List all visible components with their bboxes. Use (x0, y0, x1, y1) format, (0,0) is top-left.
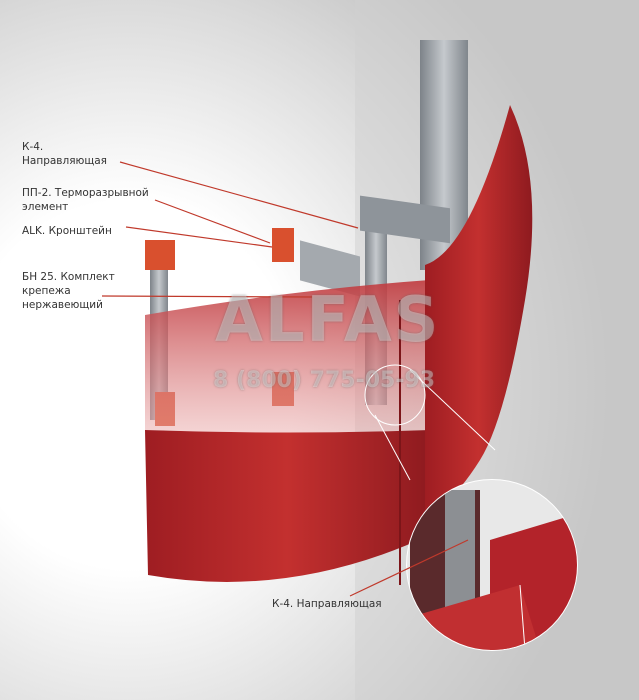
lower-curved-panel (145, 430, 430, 582)
watermark-phone: 8 (800) 775-05-93 (213, 368, 436, 393)
label-pp2-thermal-break: ПП-2. Терморазрывной элемент (22, 187, 149, 213)
leader-lines (101, 161, 469, 597)
label-bn25-fasteners: БН 25. Комплект крепежа нержавеющий (22, 271, 115, 311)
tall-curved-panel (425, 105, 533, 520)
label-alk-bracket: ALK. Кронштейн (22, 225, 112, 237)
label-k4-detail: К-4. Направляющая (272, 598, 382, 610)
detail-magnifier (406, 479, 578, 651)
label-k4-guide: К-4. Направляющая (22, 141, 107, 167)
watermark-brand: ALFAS (215, 283, 441, 356)
upper-curved-panel (145, 280, 430, 433)
